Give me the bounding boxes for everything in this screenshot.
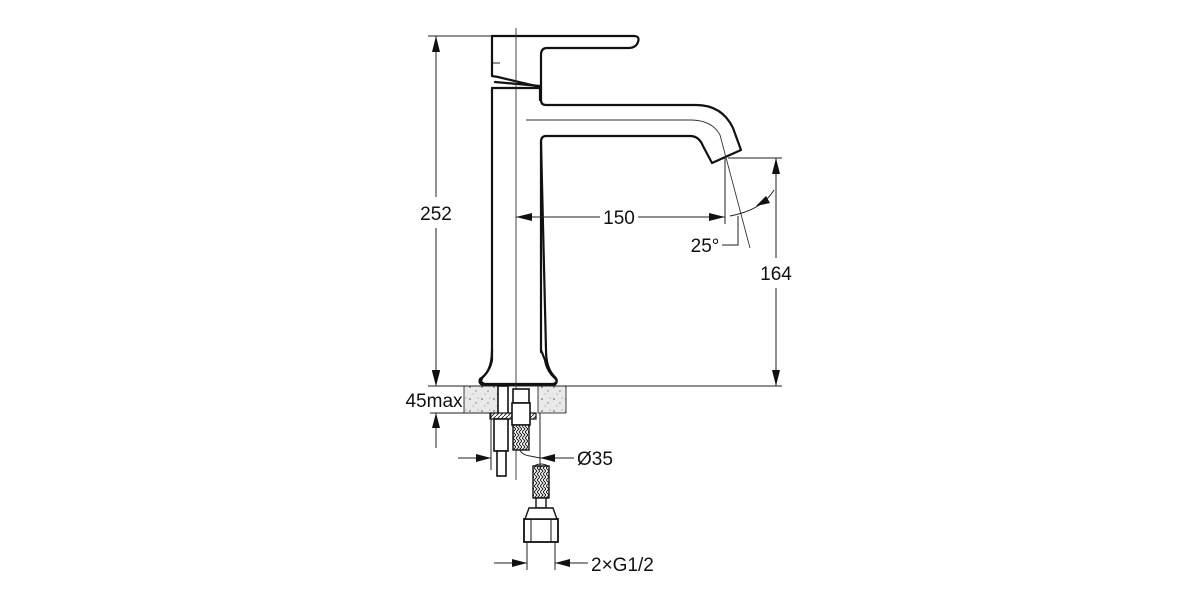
supply-hose xyxy=(523,463,559,543)
dimension-deck-thickness: 45max xyxy=(405,360,490,448)
spout-reach-label: 150 xyxy=(603,208,635,229)
dimension-overall-height: 252 xyxy=(420,35,492,387)
overall-height-label: 252 xyxy=(420,204,452,225)
body-column xyxy=(480,86,558,386)
spout-height-label: 164 xyxy=(760,264,792,285)
dimension-spout-reach: 150 xyxy=(516,158,726,229)
spout-angle-label: 25° xyxy=(691,236,720,257)
faucet-body xyxy=(478,34,743,387)
spout-centerline xyxy=(526,119,751,249)
dimension-connection: 2×G1/2 xyxy=(494,542,654,576)
hole-diameter-label: Ø35 xyxy=(577,449,613,470)
handle-lever xyxy=(490,34,640,107)
mounting-hardware xyxy=(489,385,541,477)
dimension-hole-diameter: Ø35 xyxy=(458,413,613,470)
spout xyxy=(539,103,743,165)
dimension-spout-angle: 25° xyxy=(691,157,782,257)
dimension-spout-height: 164 xyxy=(760,158,792,386)
connection-label: 2×G1/2 xyxy=(591,555,654,576)
deck-thickness-label: 45max xyxy=(405,391,463,412)
